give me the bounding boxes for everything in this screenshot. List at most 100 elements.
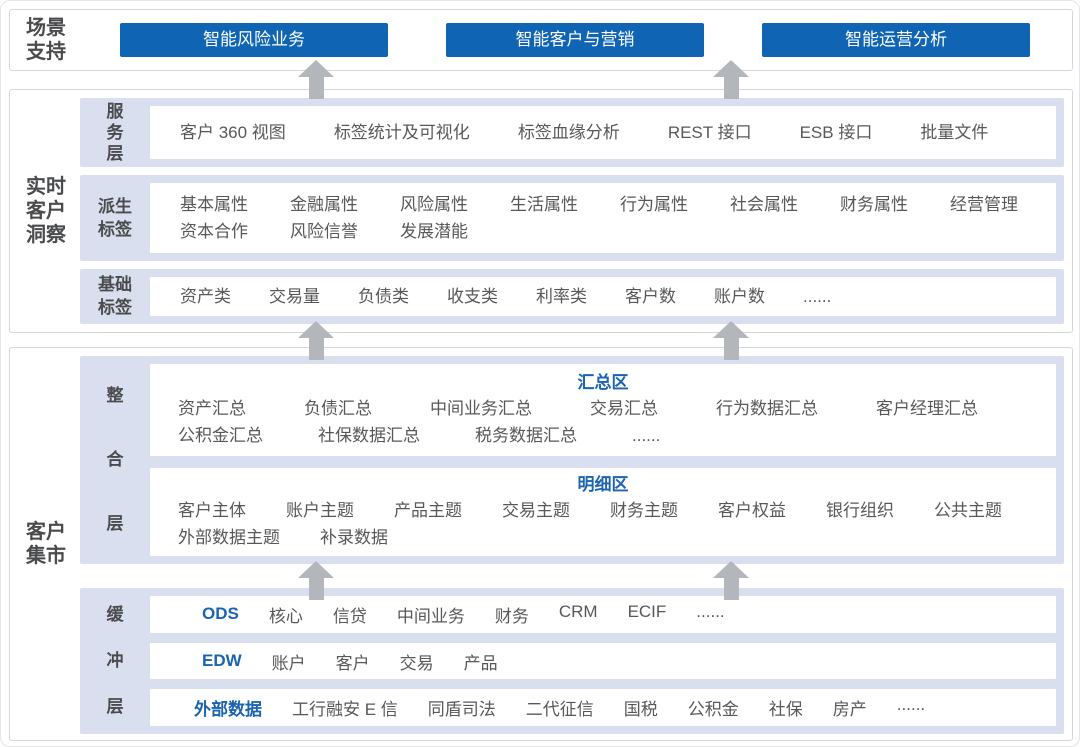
- derived-tags-content: 基本属性金融属性风险属性生活属性行为属性社会属性财务属性经营管理 资本合作风险信…: [150, 183, 1056, 253]
- detail-item: 客户主体: [178, 501, 246, 520]
- external-item: 同盾司法: [427, 700, 496, 720]
- summary-item: ......: [632, 426, 661, 445]
- derived-tag-item: 风险信誉: [290, 221, 358, 241]
- derived-tag-item: 风险属性: [400, 194, 468, 214]
- ods-item: CRM: [558, 601, 598, 621]
- basic-tag-item: 账户数: [714, 286, 765, 306]
- summary-item: 公积金汇总: [178, 426, 263, 445]
- scene-section-label: 场景支持: [26, 17, 66, 63]
- basic-tag-item: ......: [803, 286, 832, 306]
- external-item: ......: [896, 695, 926, 715]
- ods-keyword: ODS: [202, 604, 239, 624]
- detail-item: 产品主题: [394, 501, 462, 520]
- up-arrow-icon: [298, 321, 334, 360]
- basic-tag-item: 利率类: [536, 286, 587, 306]
- edw-bar: EDW 账户客户交易产品: [150, 642, 1056, 680]
- service-item: REST 接口: [667, 123, 752, 143]
- service-item: 标签统计及可视化: [333, 123, 470, 143]
- derived-tags-row: 派生标签 基本属性金融属性风险属性生活属性行为属性社会属性财务属性经营管理 资本…: [80, 175, 1064, 261]
- detail-item: 交易主题: [502, 501, 570, 520]
- customer-mart-section: 客户集市 整合层 汇总区 资产汇总负债汇总中间业务汇总交易汇总行为数据汇总客户经…: [9, 347, 1073, 741]
- insight-section-label: 实时客户洞察: [26, 176, 66, 246]
- scene-chip-risk: 智能风险业务: [120, 23, 388, 57]
- derived-tag-item: 财务属性: [840, 194, 908, 214]
- integration-zones: 汇总区 资产汇总负债汇总中间业务汇总交易汇总行为数据汇总客户经理汇总 公积金汇总…: [150, 364, 1056, 556]
- basic-tag-item: 收支类: [447, 286, 498, 306]
- basic-tags-content: 资产类 交易量 负债类 收支类 利率类 客户数 账户数......: [150, 276, 1056, 316]
- summary-item-line: 资产汇总负债汇总中间业务汇总交易汇总行为数据汇总客户经理汇总: [150, 395, 1056, 422]
- external-item: 社保: [768, 700, 803, 720]
- summary-item: 行为数据汇总: [716, 399, 818, 418]
- derived-tag-item: 基本属性: [180, 194, 248, 214]
- edw-item: 客户: [335, 653, 370, 673]
- buffer-layer-label: 缓冲层: [106, 605, 124, 716]
- basic-tag-item: 负债类: [358, 286, 409, 306]
- detail-item: 补录数据: [320, 528, 388, 547]
- detail-item: 外部数据主题: [178, 528, 280, 547]
- detail-item: 账户主题: [286, 501, 354, 520]
- external-item: 国税: [623, 700, 658, 720]
- summary-zone-title: 汇总区: [577, 373, 629, 392]
- external-data-keyword: 外部数据: [194, 700, 262, 720]
- ods-item: 信贷: [332, 606, 367, 626]
- summary-zone: 汇总区 资产汇总负债汇总中间业务汇总交易汇总行为数据汇总客户经理汇总 公积金汇总…: [150, 364, 1056, 456]
- up-arrow-icon: [713, 60, 749, 99]
- summary-item: 负债汇总: [304, 399, 372, 418]
- service-item: 标签血缘分析: [517, 123, 620, 143]
- basic-tags-row: 基础标签 资产类交易量负债类收支类利率类客户数账户数......: [80, 268, 1064, 324]
- edw-item: 产品: [463, 653, 498, 673]
- up-arrow-icon: [713, 561, 749, 600]
- mart-rows: 整合层 汇总区 资产汇总负债汇总中间业务汇总交易汇总行为数据汇总客户经理汇总 公…: [80, 356, 1064, 734]
- service-item: 批量文件: [920, 123, 989, 143]
- basic-item-line: 资产类 交易量 负债类 收支类 利率类 客户数 账户数......: [150, 283, 1056, 310]
- integration-layer-row: 整合层 汇总区 资产汇总负债汇总中间业务汇总交易汇总行为数据汇总客户经理汇总 公…: [80, 356, 1064, 564]
- external-item-line: 工行融安 E 信同盾司法二代征信国税公积金社保房产......: [292, 695, 925, 720]
- derived-tag-item: 资本合作: [180, 221, 248, 241]
- service-item: 客户 360 视图: [180, 123, 286, 143]
- derived-tag-item: 行为属性: [620, 194, 688, 214]
- ods-item: ECIF: [627, 601, 667, 621]
- derived-tag-item: 经营管理: [950, 194, 1018, 214]
- detail-item: 银行组织: [826, 501, 894, 520]
- summary-item: 客户经理汇总: [876, 399, 978, 418]
- up-arrow-icon: [713, 321, 749, 360]
- mart-section-label: 客户集市: [26, 521, 66, 567]
- summary-item: 中间业务汇总: [430, 399, 532, 418]
- basic-tag-item: 交易量: [269, 286, 320, 306]
- edw-item: 账户: [271, 653, 306, 673]
- up-arrow-icon: [298, 561, 334, 600]
- edw-item-line: 账户客户交易产品: [272, 649, 498, 674]
- summary-item: 税务数据汇总: [475, 426, 577, 445]
- scene-chip-operations: 智能运营分析: [762, 23, 1030, 57]
- derived-tag-item: 发展潜能: [400, 221, 468, 241]
- basic-tag-item: 资产类: [180, 286, 231, 306]
- ods-item: 中间业务: [396, 606, 465, 626]
- detail-item-line: 外部数据主题 补录数据: [150, 524, 1056, 551]
- detail-zone: 明细区 客户主体账户主题产品主题交易主题财务主题客户权益银行组织公共主题 外部数…: [150, 468, 1056, 556]
- summary-item: 社保数据汇总: [318, 426, 420, 445]
- ods-item: 财务: [494, 606, 529, 626]
- derived-tag-item: 金融属性: [290, 194, 358, 214]
- ods-item: ......: [696, 601, 725, 621]
- detail-item-line: 客户主体账户主题产品主题交易主题财务主题客户权益银行组织公共主题: [150, 497, 1056, 524]
- edw-keyword: EDW: [202, 651, 242, 670]
- derived-tags-label: 派生标签: [98, 196, 132, 239]
- external-item: 房产: [832, 700, 867, 720]
- external-item: 二代征信: [525, 700, 594, 720]
- summary-item-line: 公积金汇总 社保数据汇总 税务数据汇总......: [150, 422, 1056, 449]
- summary-item: 交易汇总: [590, 399, 658, 418]
- detail-item: 公共主题: [934, 501, 1002, 520]
- basic-tag-item: 客户数: [625, 286, 676, 306]
- up-arrow-icon: [298, 60, 334, 99]
- external-data-bar: 外部数据 工行融安 E 信同盾司法二代征信国税公积金社保房产......: [150, 689, 1056, 727]
